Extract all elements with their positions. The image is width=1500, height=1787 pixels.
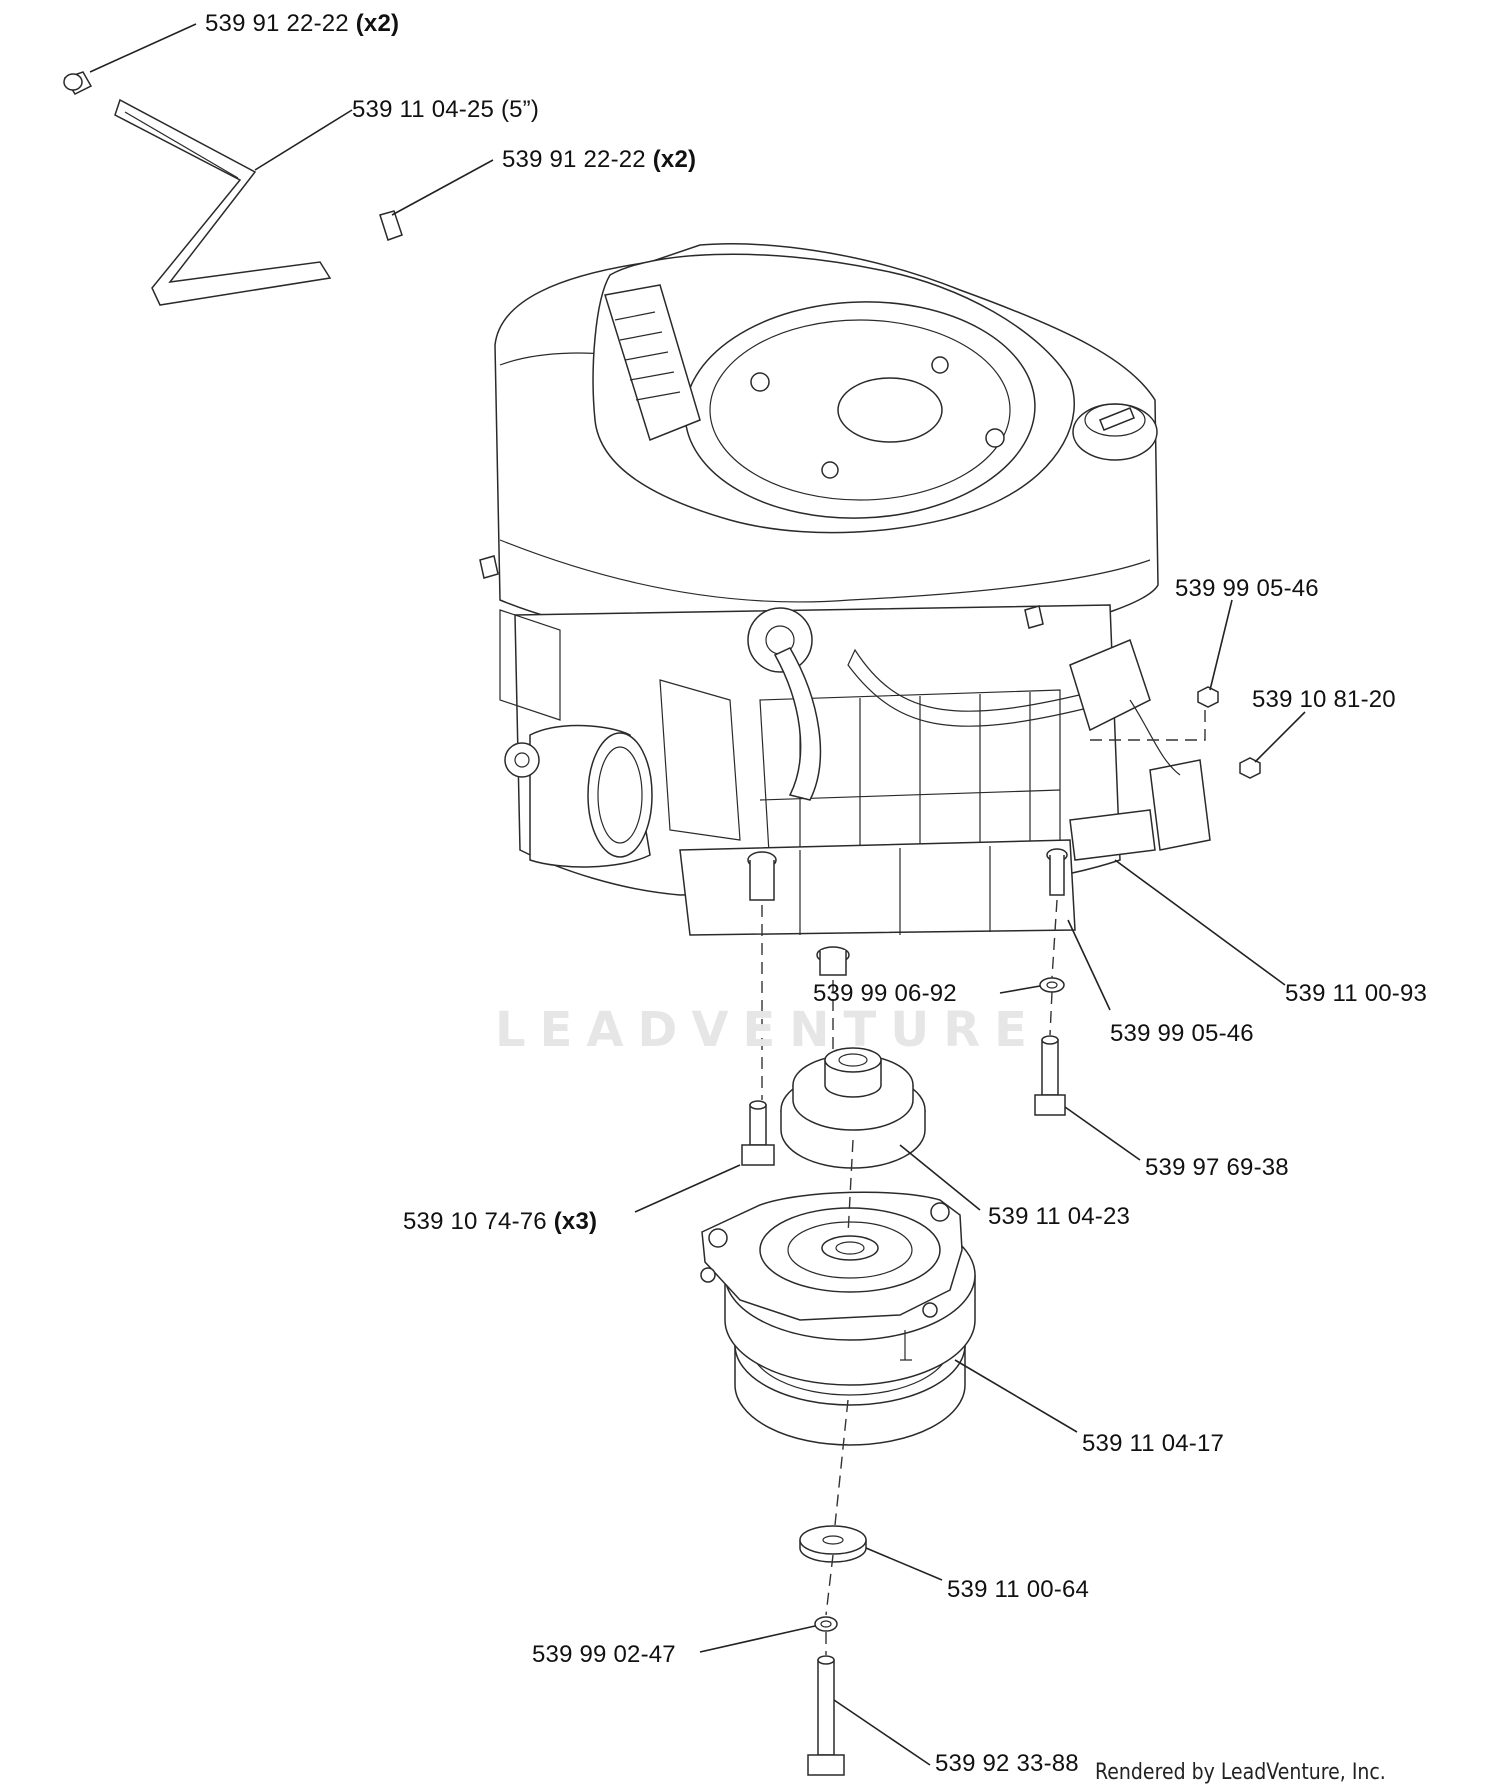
engine-pulley — [780, 1047, 926, 1169]
part-number: 539 91 22-22 — [502, 146, 646, 173]
callout-c3: 539 91 22-22 (x2) — [502, 148, 696, 172]
part-number: 539 92 33-88 — [935, 1750, 1079, 1777]
callout-c4: 539 99 05-46 — [1175, 577, 1319, 601]
clutch-bolt — [807, 1655, 845, 1776]
lock-washer — [1039, 977, 1065, 993]
hose-clamp-top — [63, 71, 93, 95]
callout-c1: 539 91 22-22 (x2) — [205, 12, 399, 36]
electric-pto-clutch — [700, 1191, 976, 1446]
part-number: 539 10 81-20 — [1252, 686, 1396, 713]
nut-2 — [1239, 757, 1261, 779]
quantity: (x2) — [355, 10, 400, 37]
callout-c9: 539 97 69-38 — [1145, 1156, 1289, 1180]
callout-c13: 539 11 00-64 — [947, 1578, 1089, 1602]
spring-washer — [814, 1616, 838, 1632]
watermark: LEADVENTURE — [495, 1002, 1041, 1058]
part-number: 539 11 00-64 — [947, 1576, 1090, 1603]
part-number: 539 99 02-47 — [532, 1641, 676, 1668]
part-number: 539 99 05-46 — [1175, 575, 1319, 602]
part-number: 539 11 04-17 — [1082, 1430, 1225, 1457]
quantity: (x2) — [652, 146, 697, 173]
callout-c15: 539 92 33-88 — [935, 1752, 1079, 1776]
callout-c2: 539 11 04-25 (5”) — [352, 98, 539, 122]
part-number: 539 11 04-25 (5”) — [352, 96, 540, 123]
nut-1 — [1197, 686, 1219, 708]
centerline-right-bolt — [1049, 899, 1058, 1036]
hose-clamp-middle — [379, 210, 403, 241]
fuel-hose — [114, 98, 332, 306]
callout-c5: 539 10 81-20 — [1252, 688, 1396, 712]
callout-c14: 539 99 02-47 — [532, 1643, 676, 1667]
callout-c6: 539 99 06-92 — [813, 982, 957, 1006]
part-number: 539 10 74-76 — [403, 1208, 547, 1235]
part-number: 539 11 04-23 — [988, 1203, 1131, 1230]
callout-c8: 539 11 00-93 — [1285, 982, 1427, 1006]
engine-assembly — [479, 243, 1211, 976]
render-credit: Rendered by LeadVenture, Inc. — [1095, 1760, 1386, 1785]
quantity: (x3) — [553, 1208, 598, 1235]
flat-washer — [799, 1525, 867, 1563]
centerline-crank — [825, 980, 854, 1655]
part-number: 539 97 69-38 — [1145, 1154, 1289, 1181]
part-number: 539 11 00-93 — [1285, 980, 1428, 1007]
centerline-nuts — [1090, 705, 1206, 741]
callout-c12: 539 11 04-17 — [1082, 1432, 1224, 1456]
part-number: 539 99 05-46 — [1110, 1020, 1254, 1047]
bolt-right — [1034, 1035, 1066, 1116]
part-number: 539 91 22-22 — [205, 10, 349, 37]
callout-c11: 539 10 74-76 (x3) — [403, 1210, 597, 1234]
callout-c10: 539 11 04-23 — [988, 1205, 1130, 1229]
leader-lines — [89, 23, 1306, 1766]
part-number: 539 99 06-92 — [813, 980, 957, 1007]
callout-c7: 539 99 05-46 — [1110, 1022, 1254, 1046]
bolt-left — [741, 1100, 775, 1166]
